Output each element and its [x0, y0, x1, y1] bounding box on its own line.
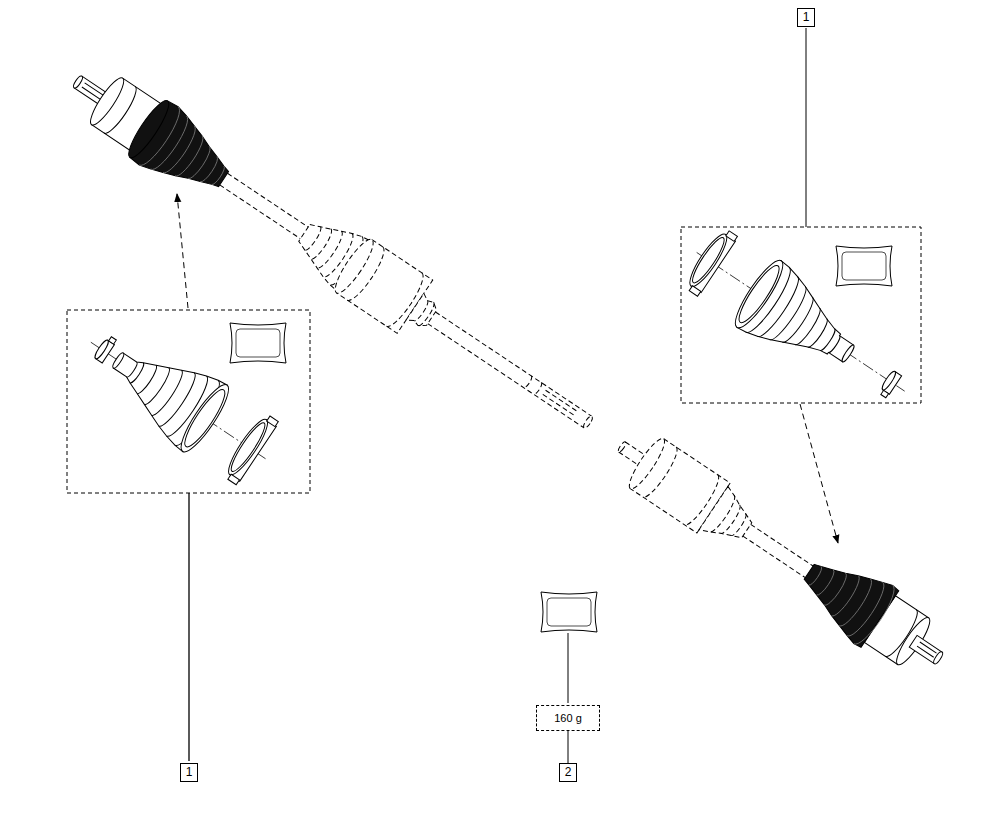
boot-kit-right [674, 219, 926, 424]
node-text: 160 g [554, 712, 582, 724]
leader-line [806, 28, 807, 227]
kit-frame [681, 227, 921, 403]
fitting-arrow [800, 404, 838, 543]
leader-connector [568, 731, 569, 763]
boot-kit-left [69, 309, 288, 492]
black-boot [790, 543, 900, 649]
left-driveshaft [57, 51, 610, 452]
phantom-shaft [206, 152, 608, 450]
grease-sachet [541, 592, 597, 632]
node-text: 1 [803, 11, 810, 24]
callout-number: 1 [797, 8, 815, 27]
kit-frame [67, 310, 310, 493]
fitting-arrow [177, 194, 188, 308]
phantom-shaft [604, 421, 826, 597]
grease-sachet [230, 323, 286, 363]
leader-line [568, 633, 569, 703]
callout-number: 2 [559, 763, 577, 782]
right-driveshaft [601, 417, 960, 689]
node-text: 1 [186, 766, 193, 779]
callout-number: 1 [180, 763, 198, 782]
black-boot [123, 96, 243, 209]
node-text: 2 [565, 766, 572, 779]
quantity-box: 160 g [536, 705, 600, 731]
grease-sachet [836, 246, 892, 286]
leader-line [188, 493, 189, 761]
